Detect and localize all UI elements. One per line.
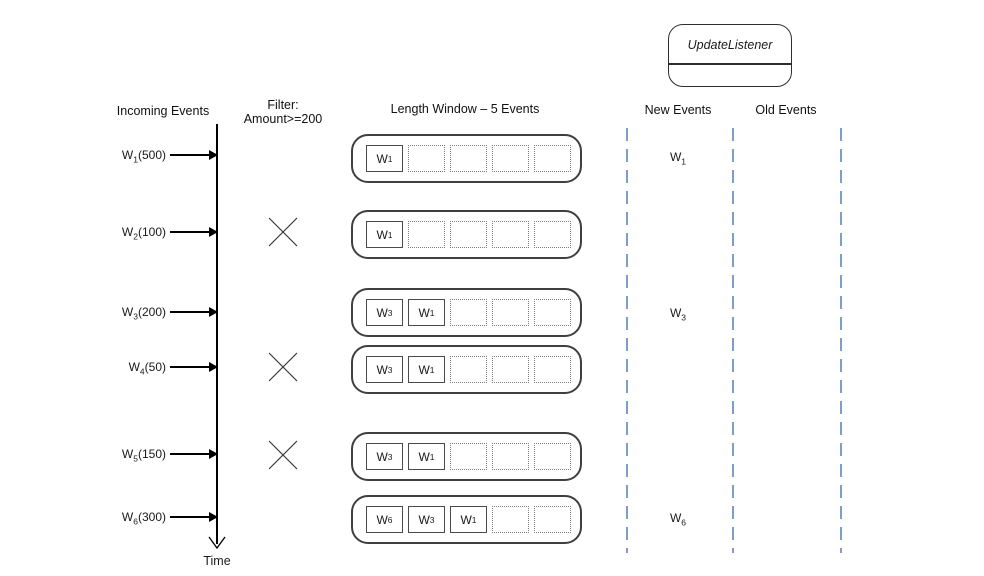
window-slot-empty bbox=[534, 145, 571, 172]
event-arrow bbox=[170, 231, 210, 233]
update-listener-divider bbox=[669, 63, 791, 65]
event-arrowhead-icon bbox=[209, 449, 218, 459]
update-listener-label: UpdateListener bbox=[687, 38, 773, 52]
event-arrowhead-icon bbox=[209, 512, 218, 522]
event-arrow bbox=[170, 366, 210, 368]
window-slot-empty bbox=[450, 299, 487, 326]
event-arrowhead-icon bbox=[209, 150, 218, 160]
window-slot-empty bbox=[534, 506, 571, 533]
old-events-guide-line-right bbox=[840, 128, 842, 553]
time-axis-label: Time bbox=[203, 554, 231, 568]
event-label-w4: W4(50) bbox=[128, 360, 166, 377]
window-slot-empty bbox=[450, 145, 487, 172]
new-events-guide-line-left bbox=[626, 128, 628, 553]
new-event-w6: W6 bbox=[669, 511, 687, 528]
new-event-w1: W1 bbox=[669, 150, 687, 167]
filter-reject-x-icon bbox=[268, 440, 298, 470]
window-slot-empty bbox=[408, 221, 445, 248]
window-slot-empty bbox=[534, 299, 571, 326]
filter-header-line1: Filter: bbox=[267, 98, 299, 112]
window-slot-empty bbox=[534, 356, 571, 383]
incoming-events-header: Incoming Events bbox=[116, 104, 210, 118]
window-slot-empty bbox=[492, 221, 529, 248]
event-arrow bbox=[170, 453, 210, 455]
window-slot-empty bbox=[450, 443, 487, 470]
event-label-w5: W5(150) bbox=[121, 447, 166, 464]
event-arrow bbox=[170, 154, 210, 156]
old-events-header: Old Events bbox=[755, 103, 817, 117]
window-slot-empty bbox=[492, 443, 529, 470]
event-arrowhead-icon bbox=[209, 362, 218, 372]
window-slot-empty bbox=[492, 299, 529, 326]
filter-header-line2: Amount>=200 bbox=[243, 112, 323, 126]
event-label-w3: W3(200) bbox=[121, 305, 166, 322]
event-label-w2: W2(100) bbox=[121, 225, 166, 242]
event-label-w1: W1(500) bbox=[121, 148, 166, 165]
new-events-guide-line-right bbox=[732, 128, 734, 553]
filter-reject-x-icon bbox=[268, 352, 298, 382]
window-slot-empty bbox=[450, 356, 487, 383]
event-arrowhead-icon bbox=[209, 307, 218, 317]
window-slot-empty bbox=[408, 145, 445, 172]
window-slot-empty bbox=[450, 221, 487, 248]
window-slot-empty bbox=[492, 145, 529, 172]
length-window-header: Length Window – 5 Events bbox=[390, 102, 540, 116]
event-arrow bbox=[170, 516, 210, 518]
new-event-w3: W3 bbox=[669, 306, 687, 323]
window-slot-empty bbox=[492, 506, 529, 533]
timeline-arrowhead-icon bbox=[208, 536, 226, 550]
window-slot-empty bbox=[534, 221, 571, 248]
window-slot-empty bbox=[534, 443, 571, 470]
filter-header: Filter: Amount>=200 bbox=[233, 98, 333, 126]
window-slot-empty bbox=[492, 356, 529, 383]
update-listener-box: UpdateListener bbox=[668, 24, 792, 87]
event-arrowhead-icon bbox=[209, 227, 218, 237]
new-events-header: New Events bbox=[644, 103, 712, 117]
timeline-axis bbox=[216, 124, 218, 544]
event-label-w6: W6(300) bbox=[121, 510, 166, 527]
filter-reject-x-icon bbox=[268, 217, 298, 247]
event-arrow bbox=[170, 311, 210, 313]
